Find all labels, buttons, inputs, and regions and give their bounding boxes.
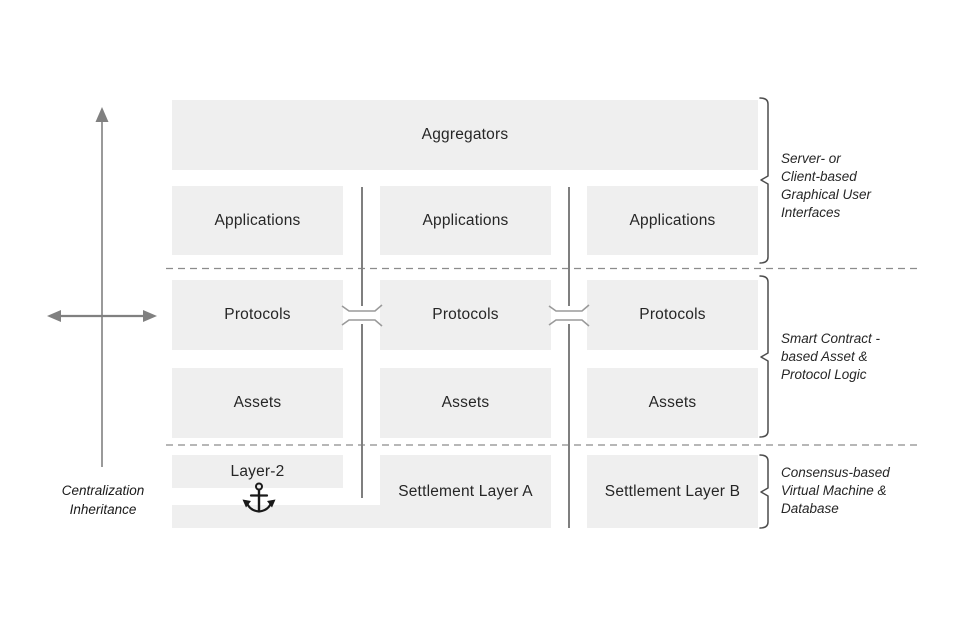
layer2-box: Layer-2: [172, 455, 343, 488]
centralization-inheritance-label: Centralization Inheritance: [61, 483, 145, 517]
assets-label: Assets: [441, 394, 490, 411]
settlement-layer-b-box: Settlement Layer B: [587, 455, 758, 528]
assets-box-2: Assets: [380, 368, 551, 438]
protocols-box-1: Protocols: [172, 280, 343, 350]
assets-label: Assets: [648, 394, 697, 411]
bracket-smart-contract-layer: [759, 275, 769, 438]
settlement-layer-a-box: Settlement Layer A: [380, 455, 551, 528]
applications-label: Applications: [422, 211, 509, 229]
applications-label: Applications: [629, 211, 716, 229]
protocols-label: Protocols: [224, 306, 291, 323]
link-break-icon: [548, 304, 590, 327]
protocols-box-2: Protocols: [380, 280, 551, 350]
link-break-icon: [341, 304, 383, 327]
assets-box-1: Assets: [172, 368, 343, 438]
bracket-consensus-layer: [759, 454, 769, 529]
aggregators-box: Aggregators: [172, 100, 758, 170]
layer2-label: Layer-2: [230, 462, 285, 480]
settlement-layer-b-label: Settlement Layer B: [604, 482, 741, 500]
settlement-layer-a-label: Settlement Layer A: [398, 482, 533, 500]
protocols-box-3: Protocols: [587, 280, 758, 350]
horizontal-double-arrow: [47, 310, 157, 322]
applications-box-2: Applications: [380, 186, 551, 255]
applications-box-1: Applications: [172, 186, 343, 255]
bracket-gui-layer: [759, 97, 769, 264]
annotation-gui-layer: Server- or Client-based Graphical User I…: [781, 151, 872, 220]
protocols-label: Protocols: [432, 306, 499, 323]
applications-label: Applications: [214, 211, 301, 229]
centralization-axis-arrow: [95, 107, 109, 467]
assets-box-3: Assets: [587, 368, 758, 438]
annotation-consensus-layer: Consensus-based Virtual Machine & Databa…: [781, 465, 890, 516]
applications-box-3: Applications: [587, 186, 758, 255]
aggregators-label: Aggregators: [421, 126, 509, 143]
protocols-label: Protocols: [639, 306, 706, 323]
annotation-smart-contract-layer: Smart Contract - based Asset & Protocol …: [781, 331, 881, 382]
assets-label: Assets: [233, 394, 282, 411]
